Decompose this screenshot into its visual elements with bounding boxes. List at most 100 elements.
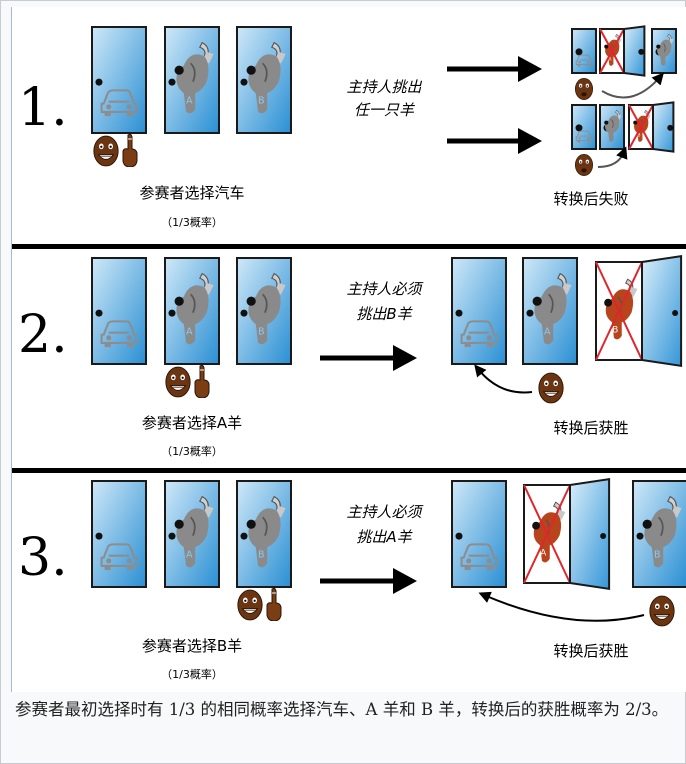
row-3-door-goat-a-knob [168, 532, 176, 540]
row-3-door-goat-b-knob [240, 532, 248, 540]
row-1-door-goat-b: B [236, 26, 292, 134]
row-2-host-text-2: 挑出B羊 [356, 305, 412, 323]
row-3-door-car [91, 480, 147, 588]
row-2-revealed-door-b: B [595, 254, 683, 368]
row-2-door-goat-b: B [236, 257, 292, 365]
row-2-pointing-hand-icon [194, 364, 210, 398]
row-3-revealed-door-a-open-knob [600, 532, 607, 539]
row-2-switch-arrow [474, 364, 533, 394]
row-2-door-car-knob [95, 309, 103, 317]
row-1-sad-face-top-icon [574, 77, 594, 101]
row-3-result-door-car-knob [455, 532, 463, 540]
row-1-small-door-car-top-panel [571, 28, 597, 74]
row-3-pointing-hand-icon [266, 587, 282, 621]
row-2-result-door-car [451, 257, 507, 365]
row-3-revealed-door-a: A [523, 477, 611, 591]
row-2-contestant-face-icon [165, 366, 191, 398]
row-1-host-text-1: 主持人挑出 [346, 78, 422, 96]
row-2-revealed-door-b-cross-b [595, 261, 643, 361]
row-3-host-text-1: 主持人必须 [346, 503, 423, 521]
row-1-small-door-revealed-a-open-knob [638, 48, 645, 55]
row-2-result-door-car-knob [455, 309, 463, 317]
row-1-small-door-car-top [571, 28, 597, 74]
row-2-number: 2. [18, 305, 68, 365]
row-1-small-door-revealed-a-open-leaf [623, 25, 646, 77]
row-2-door-goat-a-letter: A [186, 326, 193, 337]
row-3-revealed-door-a-cross-b [523, 484, 571, 584]
row-1-small-door-car-bottom-panel [571, 104, 597, 150]
row-2-arrow-head [393, 345, 417, 371]
row-1-small-door-goat-a-bottom [599, 104, 625, 150]
row-1-small-door-car-top-knob [575, 48, 583, 56]
row-2-door-car [91, 257, 147, 365]
row-2-revealed-door-b-letter: B [612, 326, 618, 336]
row-1-door-goat-a: A [164, 26, 220, 134]
row-3-result-door-goat-b-letter: B [654, 549, 661, 560]
row-3-door-goat-a: A [164, 480, 220, 588]
row-1-door-goat-a-knob [168, 78, 176, 86]
row-2-door-goat-a-knob [168, 309, 176, 317]
row-1-choice-label: 参赛者选择汽车 [139, 184, 244, 202]
row-1-small-door-revealed-a-letter: A [609, 57, 612, 62]
row-1-door-car-knob [95, 78, 103, 86]
row-3-switch-arrow [478, 591, 645, 622]
row-3-door-goat-b: B [236, 480, 292, 588]
row-1-pointing-hand-icon [122, 133, 138, 167]
row-2-host-text-1: 主持人必须 [346, 280, 423, 298]
row-1-small-door-revealed-b-open-leaf [652, 101, 675, 153]
caption: 参赛者最初选择时有 1/3 的相同概率选择汽车、A 羊和 B 羊，转换后的获胜概… [15, 700, 669, 719]
row-3-door-goat-a-letter: A [186, 549, 193, 560]
row-1-door-goat-b-knob [240, 78, 248, 86]
row-3-host-text-2: 挑出A羊 [356, 528, 412, 546]
row-1-arrow-top-head [518, 56, 542, 82]
row-1-small-door-goat-b-top [651, 28, 677, 74]
row-2-result-door-goat-a-knob [526, 309, 534, 317]
row-1-small-door-revealed-a: A [599, 25, 646, 77]
row-1-sad-face-bottom-icon [574, 153, 594, 177]
row-3-door-goat-b-letter: B [258, 549, 265, 560]
row-3-happy-face-icon [649, 595, 675, 627]
row-2-happy-face-icon [538, 372, 564, 404]
row-3-number: 3. [18, 528, 68, 588]
row-divider-1 [12, 244, 686, 249]
row-3-revealed-door-a-open-leaf [569, 477, 611, 591]
row-2-door-goat-b-knob [240, 309, 248, 317]
row-3-choice-label: 参赛者选择B羊 [142, 637, 242, 655]
row-1-door-car [91, 26, 147, 134]
row-1-door-goat-a-letter: A [186, 95, 193, 106]
row-1-small-door-revealed-a-cross-b [599, 28, 625, 74]
row-1-small-door-revealed-b-letter: B [638, 133, 641, 138]
row-1-host-text-2: 任一只羊 [354, 101, 415, 119]
row-2-revealed-door-b-open-leaf [641, 254, 683, 368]
row-1-small-door-revealed-b: B [628, 101, 675, 153]
row-3-contestant-face-icon [237, 589, 263, 621]
row-3-result-door-car [451, 480, 507, 588]
row-1-small-door-revealed-b-cross-b [628, 104, 654, 150]
row-1-contestant-face-icon [93, 135, 119, 167]
row-1-probability-label: （1/3概率） [161, 215, 223, 229]
row-1-small-door-car-bottom [571, 104, 597, 150]
row-2-door-goat-a: A [164, 257, 220, 365]
row-1-switch-arrow-bottom [597, 146, 628, 168]
row-1-result-label: 转换后失败 [553, 190, 628, 208]
row-2-door-goat-b-letter: B [258, 326, 265, 337]
row-1-switch-arrow-top [601, 72, 664, 99]
row-2-result-door-goat-a-letter: A [544, 326, 551, 337]
row-divider-2 [12, 468, 686, 473]
row-1-arrow-bottom-head [518, 128, 542, 154]
row-2-result-door-goat-a: A [522, 257, 578, 365]
row-3-door-car-knob [95, 532, 103, 540]
row-3-result-door-goat-b-knob [636, 532, 644, 540]
row-3-result-door-goat-b: B [632, 480, 686, 588]
row-3-revealed-door-a-letter: A [540, 549, 546, 559]
row-1-small-door-car-bottom-knob [575, 124, 583, 132]
row-2-revealed-door-b-open-knob [672, 309, 679, 316]
row-3-probability-label: （1/3概率） [161, 667, 223, 681]
row-2-result-label: 转换后获胜 [553, 419, 628, 437]
row-1-door-goat-b-letter: B [258, 95, 265, 106]
row-2-probability-label: （1/3概率） [161, 444, 223, 458]
row-3-result-label: 转换后获胜 [553, 642, 628, 660]
row-2-choice-label: 参赛者选择A羊 [142, 414, 242, 432]
